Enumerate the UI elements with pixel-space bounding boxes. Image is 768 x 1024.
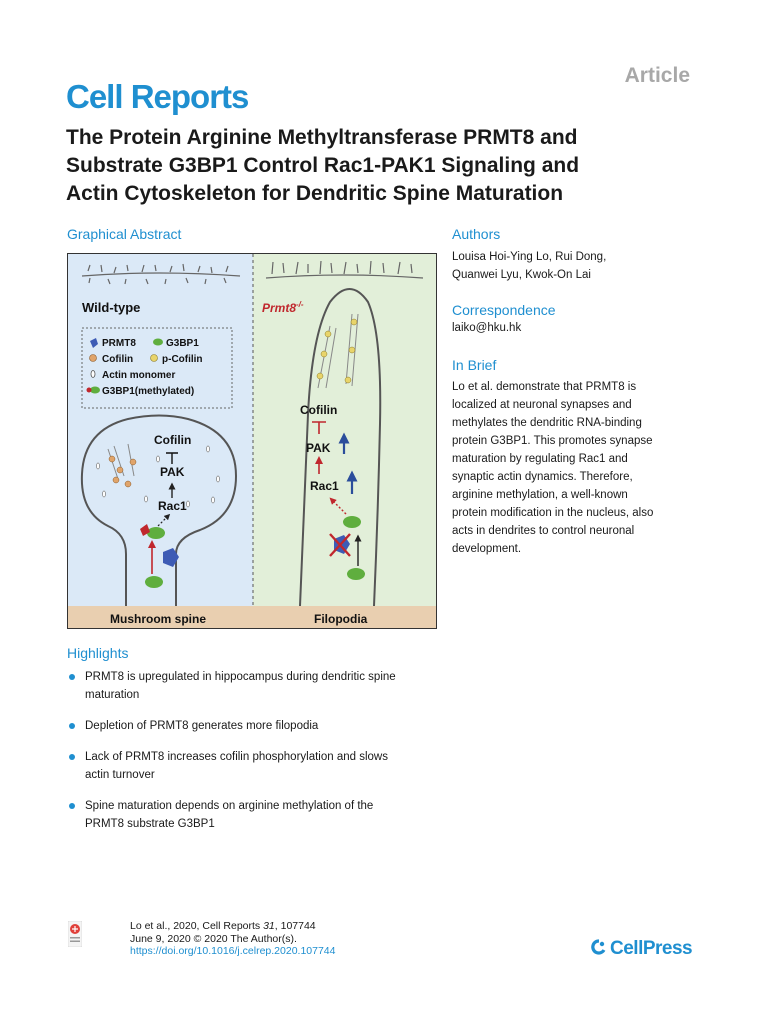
legend-g3bp1-methylated: G3BP1(methylated) (86, 386, 194, 397)
title-line-3: Actin Cytoskeleton for Dendritic Spine M… (66, 182, 564, 205)
svg-text:PRMT8: PRMT8 (102, 338, 136, 349)
title-line-1: The Protein Arginine Methyltransferase P… (66, 126, 578, 149)
right-cofilin-label: Cofilin (300, 403, 337, 417)
highlight-item: Lack of PRMT8 increases cofilin phosphor… (67, 748, 447, 784)
authors-heading: Authors (452, 226, 501, 242)
brief-line: arginine methylation, a well-known (452, 489, 628, 501)
left-panel-title: Wild-type (82, 300, 140, 315)
filopodia-outline (299, 288, 382, 607)
svg-text:Cofilin: Cofilin (102, 354, 133, 365)
right-pak-label: PAK (306, 441, 331, 455)
right-footer-label: Filopodia (314, 612, 368, 626)
title-line-2: Substrate G3BP1 Control Rac1-PAK1 Signal… (66, 154, 580, 177)
legend-box (81, 327, 233, 409)
right-title-sup: -/- (296, 300, 304, 309)
svg-text:G3BP1: G3BP1 (166, 338, 199, 349)
svg-text:p-Cofilin: p-Cofilin (162, 354, 203, 365)
brief-line: protein G3BP1. This promotes synapse (452, 435, 653, 447)
brief-line: development. (452, 543, 522, 555)
highlight-item: Spine maturation depends on arginine met… (67, 797, 447, 833)
legend-prmt8: PRMT8 (90, 338, 136, 349)
right-panel-title: Prmt8-/- (262, 300, 304, 315)
article-title: The Protein Arginine Methyltransferase P… (66, 124, 716, 208)
brief-line: localized at neuronal synapses and (452, 399, 632, 411)
authors-line-1: Louisa Hoi-Ying Lo, Rui Dong, (452, 251, 607, 263)
legend-cofilin: Cofilin (89, 354, 133, 365)
right-dashed-arrow (329, 497, 347, 515)
left-footer-label: Mushroom spine (110, 612, 206, 626)
correspondence-email[interactable]: laiko@hku.hk (452, 322, 522, 334)
legend-actin-monomer: Actin monomer (90, 370, 175, 381)
authors-line-2: Quanwei Lyu, Kwok-On Lai (452, 269, 591, 281)
doi-link[interactable]: https://doi.org/10.1016/j.celrep.2020.10… (130, 945, 336, 957)
journal-title: Cell Reports (66, 78, 249, 115)
right-depletion-cross (329, 533, 351, 557)
left-cofilin-dots (108, 455, 137, 488)
left-rac1-label: Rac1 (158, 499, 187, 513)
right-g3bp1-top (343, 516, 361, 528)
crossmark-icon[interactable] (68, 921, 82, 947)
legend-g3bp1: G3BP1 (153, 338, 199, 349)
right-dendrite-top (265, 260, 424, 279)
brief-line: maturation by regulating Rac1 and (452, 453, 628, 465)
citation-block: Lo et al., 2020, Cell Reports 31, 107744… (130, 920, 336, 958)
left-prmt8 (163, 548, 179, 567)
highlights-list: PRMT8 is upregulated in hippocampus duri… (67, 668, 447, 846)
left-dendrite-top (81, 263, 241, 285)
graphical-abstract-figure: Wild-type Prmt8-/- PRMT8 G3BP1 Cofilin p… (67, 253, 437, 629)
brief-line: acts in dendrites to control neuronal (452, 525, 635, 537)
correspondence-heading: Correspondence (452, 302, 556, 318)
authors-list: Louisa Hoi-Ying Lo, Rui Dong, Quanwei Ly… (452, 248, 712, 284)
left-inhibit-symbol (166, 452, 178, 464)
left-cofilin-label: Cofilin (154, 433, 191, 447)
left-pak-label: PAK (160, 465, 185, 479)
graphical-abstract-heading: Graphical Abstract (67, 226, 182, 242)
svg-text:G3BP1(methylated): G3BP1(methylated) (102, 386, 194, 397)
svg-text:Actin monomer: Actin monomer (102, 370, 175, 381)
cellpress-logo-icon (591, 939, 606, 955)
right-title-main: Prmt8 (262, 301, 296, 315)
mushroom-spine-outline (80, 414, 238, 606)
right-p-cofilin-dots (316, 318, 358, 384)
highlight-item: Depletion of PRMT8 generates more filopo… (67, 717, 447, 735)
right-g3bp1-bottom (347, 568, 365, 580)
legend-p-cofilin: p-Cofilin (150, 354, 203, 365)
brief-line: methylates the dendritic RNA-binding (452, 417, 642, 429)
in-brief-heading: In Brief (452, 357, 497, 373)
brief-line: Lo et al. demonstrate that PRMT8 is (452, 381, 637, 393)
left-g3bp1 (145, 576, 163, 588)
brief-line: protein modification in the nucleus, als… (452, 507, 654, 519)
highlights-heading: Highlights (67, 645, 129, 661)
highlight-item: PRMT8 is upregulated in hippocampus duri… (67, 668, 447, 704)
left-panel-bg (68, 254, 253, 606)
left-g3bp1-methylated (147, 527, 165, 539)
in-brief-text: Lo et al. demonstrate that PRMT8 is loca… (452, 378, 712, 558)
left-methyl-mark (140, 524, 150, 536)
citation-date: June 9, 2020 © 2020 The Author(s). (130, 932, 297, 945)
citation-line: Lo et al., 2020, Cell Reports 31, 107744 (130, 920, 316, 932)
footer-band (68, 606, 436, 628)
cellpress-logo[interactable]: CellPress (590, 938, 693, 960)
brief-line: synaptic actin dynamics. Therefore, (452, 471, 633, 483)
right-rac1-label: Rac1 (310, 479, 339, 493)
graphical-abstract-svg: Wild-type Prmt8-/- PRMT8 G3BP1 Cofilin p… (68, 254, 436, 628)
article-type-label: Article (624, 64, 690, 87)
right-inhibit-symbol (312, 421, 326, 434)
left-actin-monomers (96, 445, 220, 508)
